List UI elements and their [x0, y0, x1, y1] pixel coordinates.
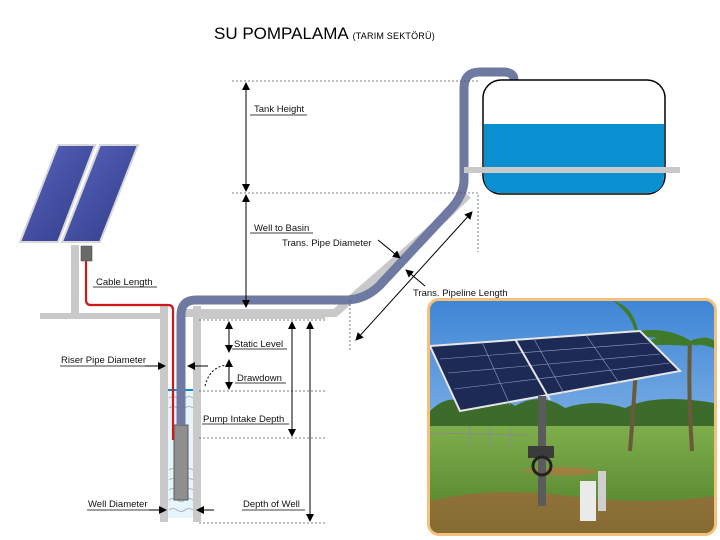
label-cable-length: Cable Length: [96, 277, 153, 288]
power-cable: [84, 261, 175, 440]
tank-water: [484, 124, 664, 193]
label-drawdown: Drawdown: [237, 373, 282, 384]
transmission-pipe: [176, 67, 519, 425]
trans-pipe-diameter-arrow: [377, 239, 401, 259]
solar-panel-icon: [18, 144, 140, 315]
label-depth-of-well: Depth of Well: [243, 499, 300, 510]
label-tank-height: Tank Height: [254, 104, 305, 115]
solar-pump-photo: [427, 298, 717, 536]
reference-lines: [199, 80, 480, 524]
label-pump-intake-depth: Pump Intake Depth: [203, 414, 284, 425]
tank-inlet-pipe: [464, 167, 680, 173]
label-trans-pipeline-length: Trans. Pipeline Length: [413, 288, 508, 299]
title-subtitle: (TARIM SEKTÖRÜ): [352, 31, 435, 41]
label-leaders: [60, 114, 313, 511]
submersible-pump: [173, 424, 189, 501]
page-title: SU POMPALAMA (TARIM SEKTÖRÜ): [214, 24, 435, 44]
controller-box: [80, 245, 93, 262]
drawdown-cone: [204, 364, 229, 387]
dimension-arrows: [145, 82, 473, 522]
label-well-diameter: Well Diameter: [88, 499, 147, 510]
label-static-level: Static Level: [234, 339, 283, 350]
label-riser-pipe-diameter: Riser Pipe Diameter: [61, 355, 146, 366]
water-tank: [464, 79, 680, 195]
panel-pole: [71, 245, 79, 315]
trans-pipeline-length-arrow: [355, 211, 473, 341]
label-trans-pipe-diameter: Trans. Pipe Diameter: [282, 238, 371, 249]
title-main: SU POMPALAMA: [214, 24, 348, 43]
label-well-to-basin: Well to Basin: [254, 223, 309, 234]
photo-solar-array: [430, 329, 683, 413]
